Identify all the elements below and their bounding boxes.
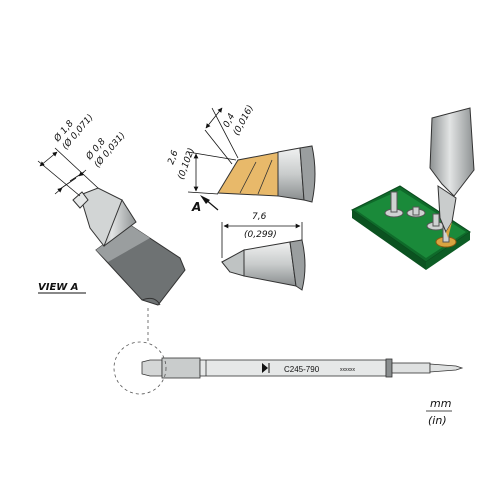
bevel-side-view	[217, 145, 316, 203]
view-arrow	[200, 195, 219, 211]
length-mm: 7,6	[252, 212, 267, 222]
bevel-height-dimension	[187, 151, 237, 195]
bevel-height-in: (0,102)	[176, 147, 197, 181]
pcb-illustration	[351, 107, 475, 270]
bevel-height-mm: 2,6	[166, 149, 180, 166]
length-dimension	[221, 222, 303, 258]
view-a-tip	[72, 187, 186, 306]
detail-circle	[113, 341, 167, 395]
arrow-a-label: A	[191, 200, 201, 214]
view-a-label: VIEW A	[38, 282, 79, 293]
units-mm: mm	[430, 397, 451, 410]
front-view	[221, 239, 306, 291]
units-in: (in)	[428, 414, 447, 427]
tip-thickness-in: (0,016)	[232, 104, 256, 138]
cartridge-model: C245-790	[284, 365, 320, 374]
cartridge-drawing	[141, 357, 464, 379]
cartridge-serial: xxxxxx	[340, 367, 356, 373]
length-in: (0,299)	[244, 230, 277, 240]
diameter-dimension-lines	[37, 147, 99, 197]
